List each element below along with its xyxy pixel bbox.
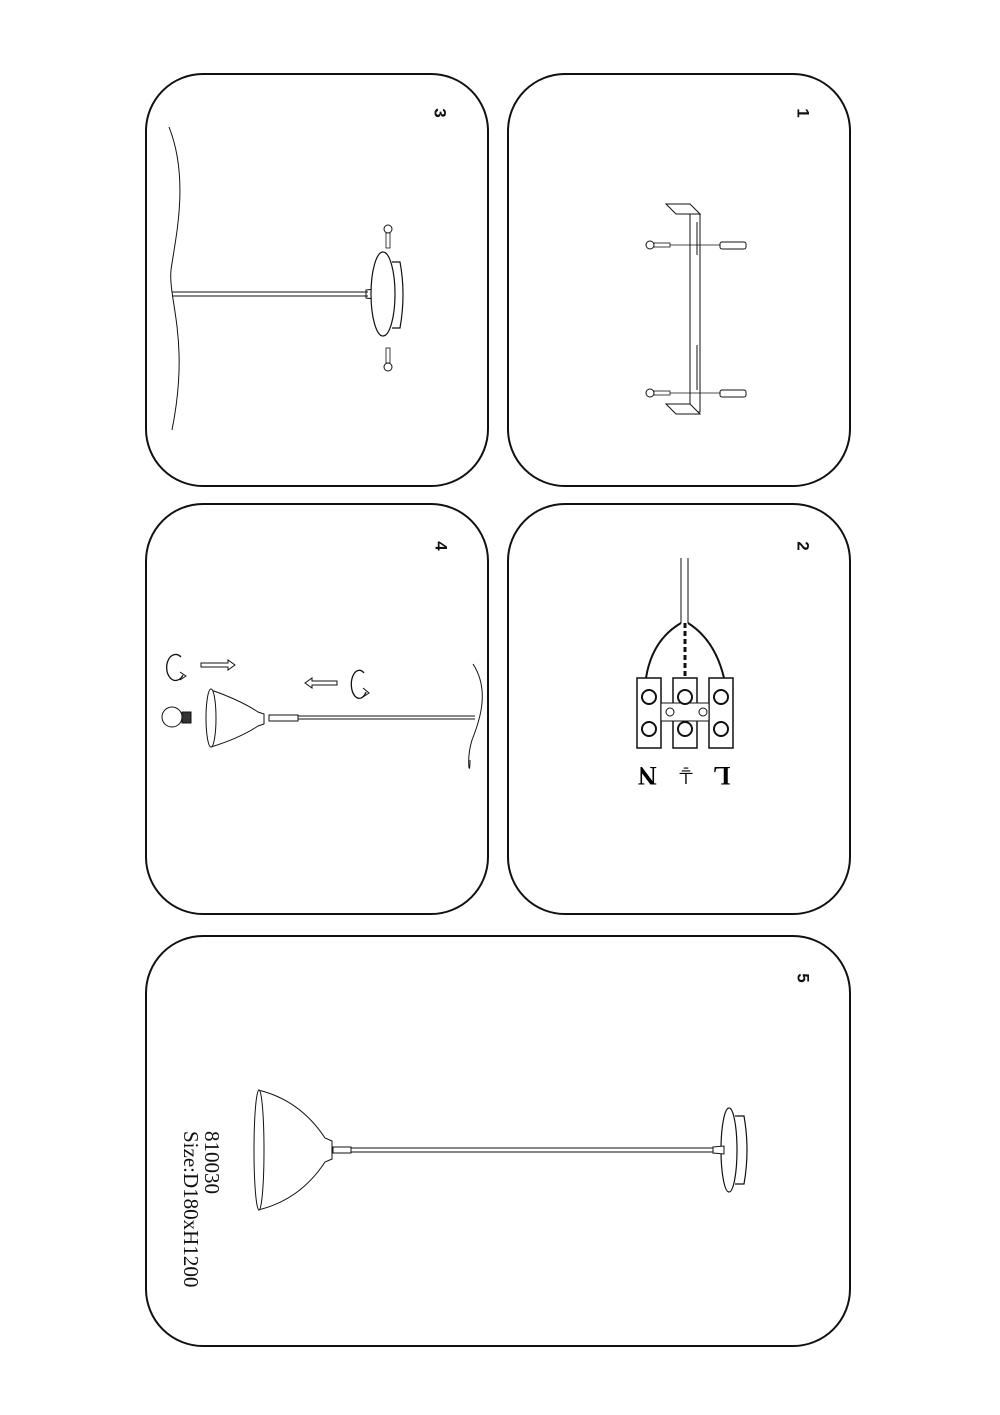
step-3-panel — [145, 73, 489, 487]
terminal-label-n: N — [638, 761, 657, 790]
step-1-number: 1 — [793, 108, 813, 118]
terminal-label-earth: ⏚ — [676, 763, 696, 787]
step-5-number: 5 — [793, 973, 813, 983]
step-3-number: 3 — [430, 108, 450, 118]
size-label: Size:D180xH1200 — [179, 1131, 203, 1288]
step-2-number: 2 — [793, 541, 813, 551]
step-2-panel — [507, 503, 851, 915]
step-5-panel — [145, 935, 851, 1347]
model-number: 810030 — [200, 1131, 224, 1194]
terminal-label-l: L — [713, 761, 731, 790]
step-1-panel — [507, 73, 851, 487]
step-4-number: 4 — [431, 541, 451, 551]
step-4-panel — [145, 503, 489, 915]
